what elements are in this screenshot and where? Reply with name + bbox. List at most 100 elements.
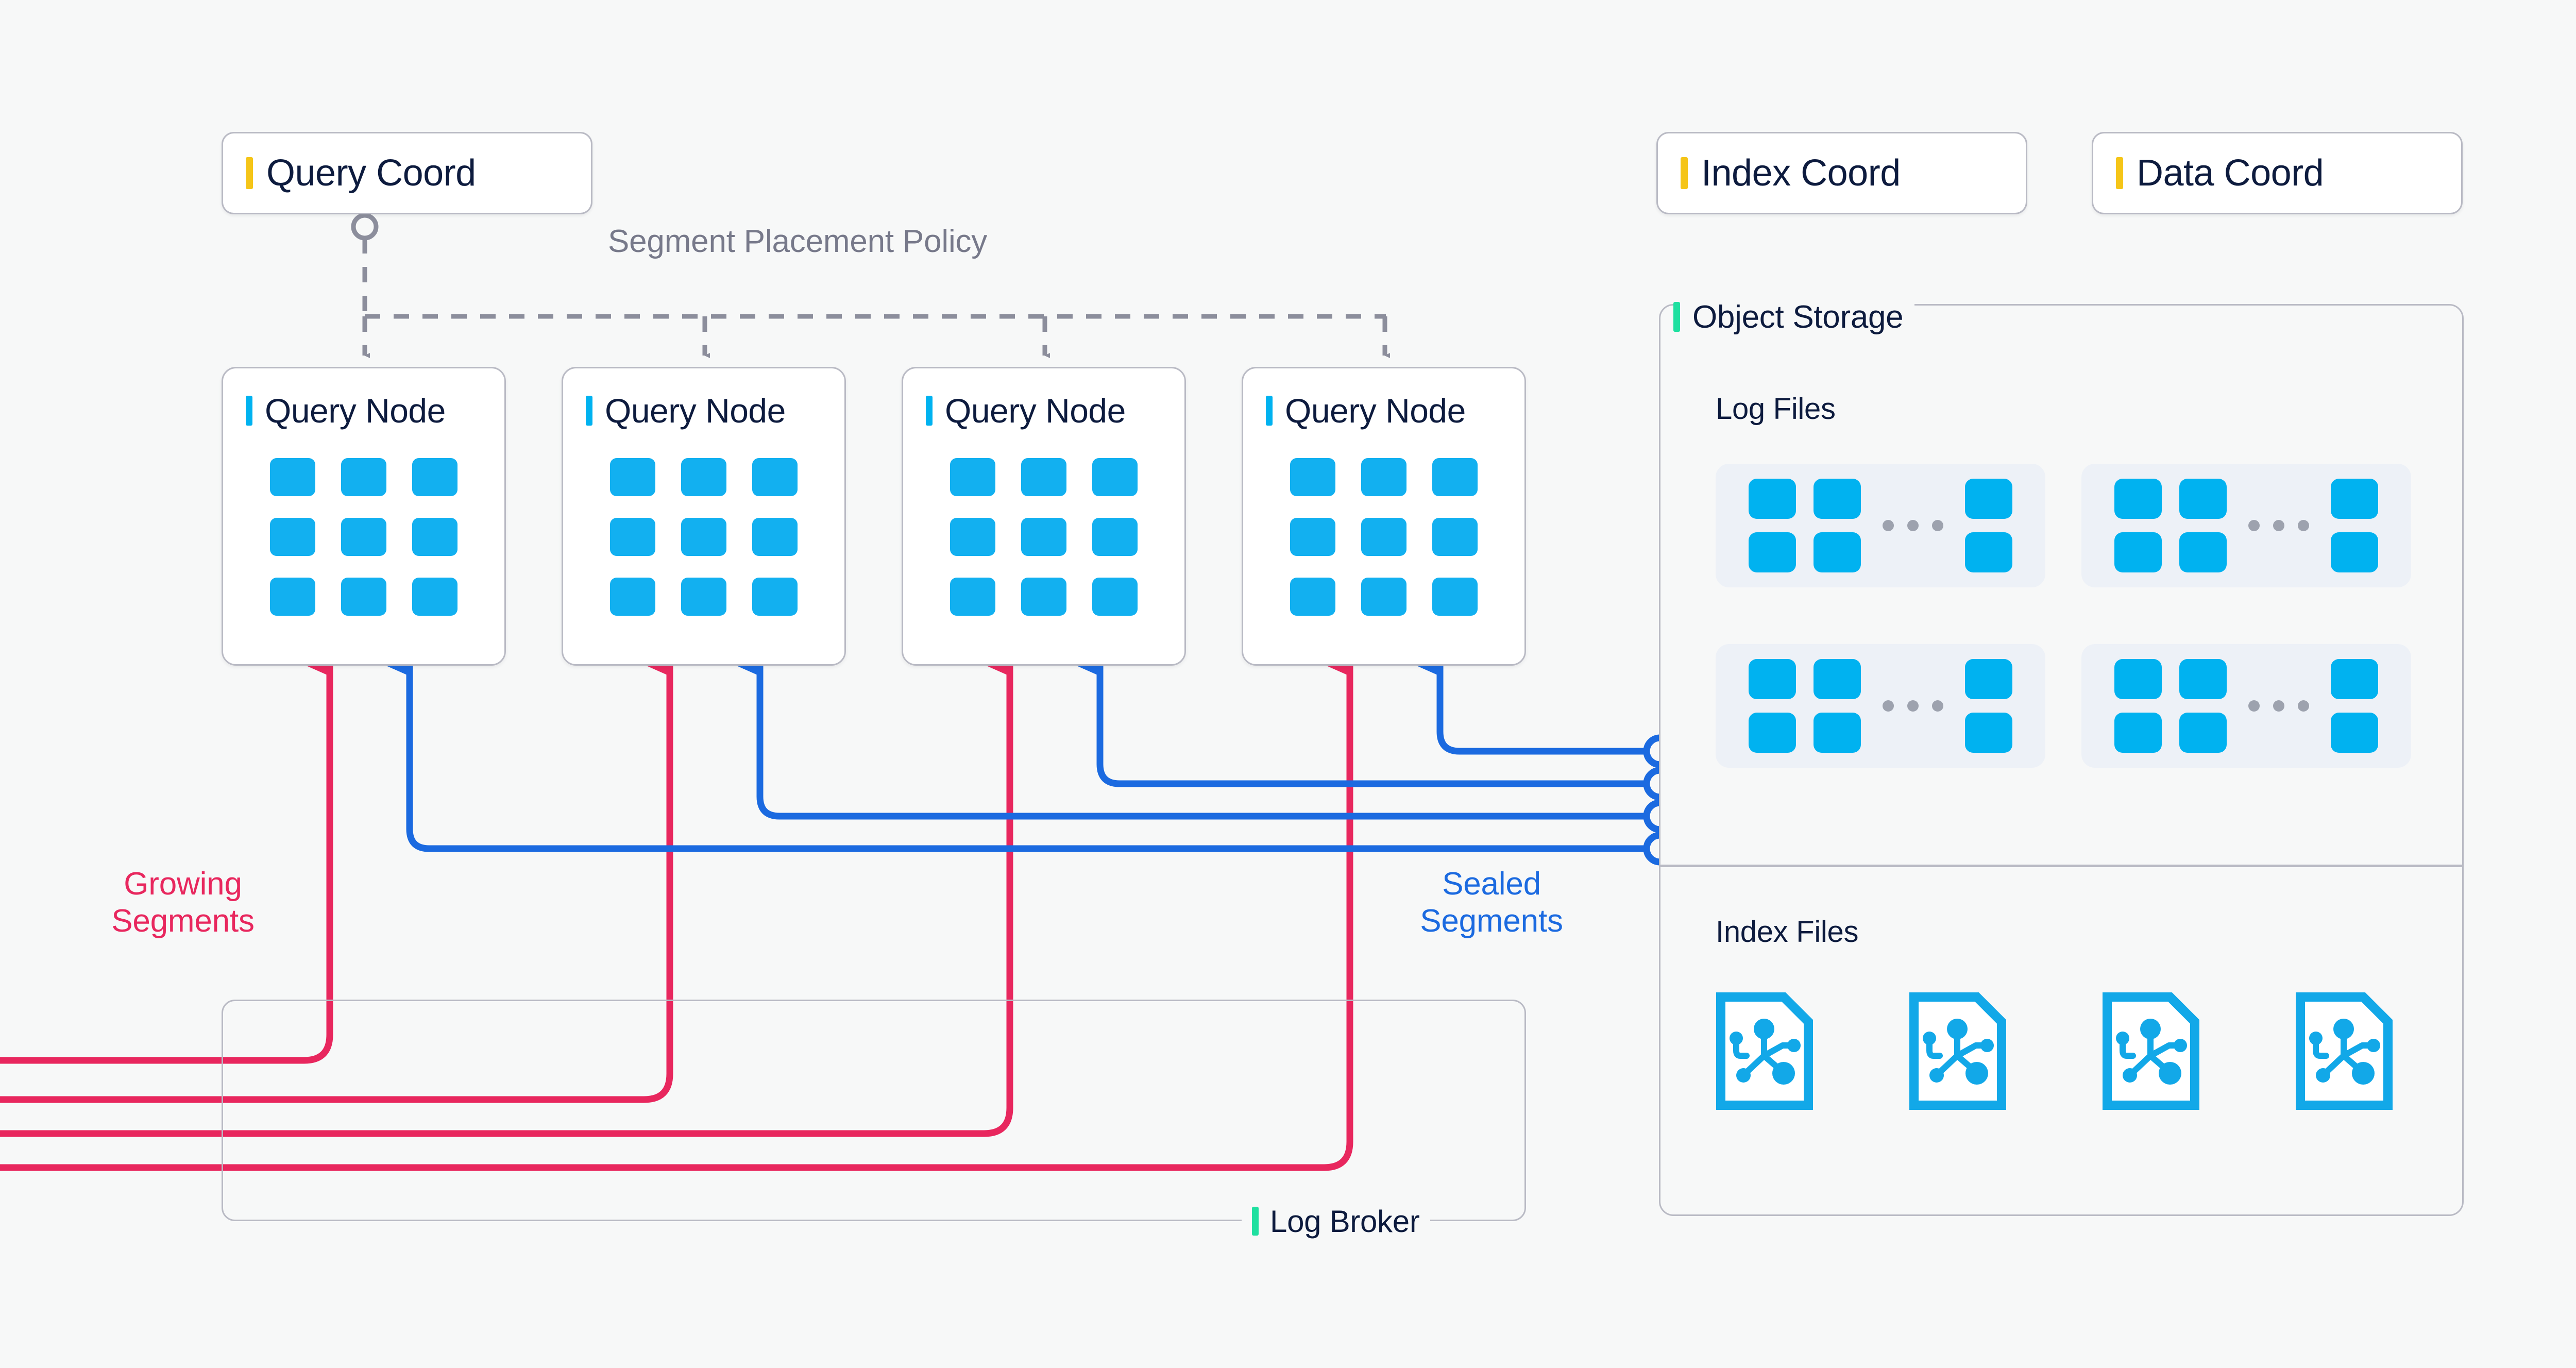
segment-block xyxy=(950,458,995,496)
card-query-coord[interactable]: Query Coord xyxy=(222,132,592,214)
segment-block xyxy=(412,518,457,556)
segment-block xyxy=(1290,518,1335,556)
ellipsis-icon xyxy=(1883,700,1943,712)
segment-block xyxy=(341,458,386,496)
node-header: Query Node xyxy=(903,368,1184,430)
segment-grid xyxy=(610,458,798,616)
segment-grid xyxy=(1290,458,1478,616)
log-block xyxy=(2331,659,2378,699)
log-block xyxy=(1814,713,1861,753)
segment-block xyxy=(1290,578,1335,616)
segment-block xyxy=(950,578,995,616)
segment-block xyxy=(1361,458,1406,496)
log-file-tile[interactable] xyxy=(1716,644,2045,768)
tile-column xyxy=(1749,659,1796,753)
segment-block xyxy=(1290,458,1335,496)
segment-block xyxy=(1092,518,1138,556)
container-log-broker[interactable] xyxy=(222,1000,1526,1221)
card-index-coord[interactable]: Index Coord xyxy=(1656,132,2027,214)
log-block xyxy=(2114,532,2162,572)
index-file-icon[interactable] xyxy=(2295,992,2393,1113)
growing-segments-line1: Growing xyxy=(124,866,242,902)
tile-column xyxy=(1814,659,1861,753)
node-header: Query Node xyxy=(563,368,844,430)
segment-block xyxy=(681,518,726,556)
tile-contents xyxy=(2114,479,2378,572)
accent-bar-icon xyxy=(1252,1207,1259,1236)
node-header: Query Node xyxy=(223,368,504,430)
log-block xyxy=(2114,479,2162,519)
card-query-node-1[interactable]: Query Node xyxy=(222,367,506,666)
index-file-icon[interactable] xyxy=(2102,992,2200,1113)
log-file-tile[interactable] xyxy=(2081,644,2411,768)
object-storage-label: Object Storage xyxy=(1673,289,1915,345)
growing-segment-wires xyxy=(0,653,1353,1171)
segment-placement-policy-label: Segment Placement Policy xyxy=(608,224,988,259)
tile-column xyxy=(2179,659,2227,753)
card-query-node-3[interactable]: Query Node xyxy=(902,367,1186,666)
segment-block xyxy=(752,518,798,556)
tile-contents xyxy=(1749,479,2012,572)
card-title: Query Node xyxy=(605,392,786,430)
node-header: Query Node xyxy=(1243,368,1524,430)
tile-contents xyxy=(1749,659,2012,753)
segment-block xyxy=(341,578,386,616)
segment-block xyxy=(1432,578,1478,616)
accent-bar-icon xyxy=(246,157,253,189)
tile-column xyxy=(2114,659,2162,753)
growing-segments-label: Growing Segments xyxy=(72,866,294,940)
index-file-icon[interactable] xyxy=(1716,992,1814,1113)
card-title: Query Node xyxy=(945,392,1126,430)
ellipsis-icon xyxy=(1883,520,1943,531)
segment-grid xyxy=(270,458,457,616)
log-block xyxy=(2331,532,2378,572)
card-query-node-4[interactable]: Query Node xyxy=(1242,367,1526,666)
storage-section-divider xyxy=(1660,865,2463,867)
log-block xyxy=(2179,713,2227,753)
tile-column xyxy=(1965,479,2012,572)
index-file-icon[interactable] xyxy=(1909,992,2007,1113)
segment-block xyxy=(610,518,655,556)
card-title: Query Node xyxy=(265,392,446,430)
segment-grid xyxy=(950,458,1138,616)
log-block xyxy=(2331,713,2378,753)
log-block xyxy=(2179,659,2227,699)
segment-block xyxy=(412,458,457,496)
accent-bar-icon xyxy=(2116,157,2123,189)
segment-block xyxy=(1361,518,1406,556)
sealed-segments-line2: Segments xyxy=(1420,903,1563,939)
segment-block xyxy=(681,578,726,616)
index-files-section-title: Index Files xyxy=(1716,915,1859,949)
log-file-tile[interactable] xyxy=(2081,464,2411,587)
tile-column xyxy=(2114,479,2162,572)
tile-column xyxy=(1965,659,2012,753)
card-query-node-2[interactable]: Query Node xyxy=(562,367,846,666)
log-block xyxy=(2114,659,2162,699)
log-block xyxy=(2114,713,2162,753)
object-storage-title: Object Storage xyxy=(1692,299,1904,335)
card-title: Query Node xyxy=(1285,392,1466,430)
segment-block xyxy=(341,518,386,556)
segment-block xyxy=(412,578,457,616)
log-files-section-title: Log Files xyxy=(1716,392,1836,426)
segment-block xyxy=(950,518,995,556)
segment-block xyxy=(1021,578,1066,616)
tile-column xyxy=(1749,479,1796,572)
log-file-tile[interactable] xyxy=(1716,464,2045,587)
segment-block xyxy=(610,458,655,496)
tile-column xyxy=(2331,479,2378,572)
segment-block xyxy=(1092,458,1138,496)
accent-bar-icon xyxy=(246,396,252,426)
card-data-coord[interactable]: Data Coord xyxy=(2092,132,2463,214)
accent-bar-icon xyxy=(926,396,933,426)
accent-bar-icon xyxy=(1681,157,1688,189)
log-block xyxy=(1814,479,1861,519)
sealed-segment-wires xyxy=(384,653,1643,852)
segment-block xyxy=(1021,458,1066,496)
ellipsis-icon xyxy=(2248,700,2309,712)
tile-column xyxy=(2179,479,2227,572)
card-title: Query Coord xyxy=(266,153,476,194)
log-block xyxy=(2179,479,2227,519)
accent-bar-icon xyxy=(1673,302,1680,332)
log-block xyxy=(2179,532,2227,572)
